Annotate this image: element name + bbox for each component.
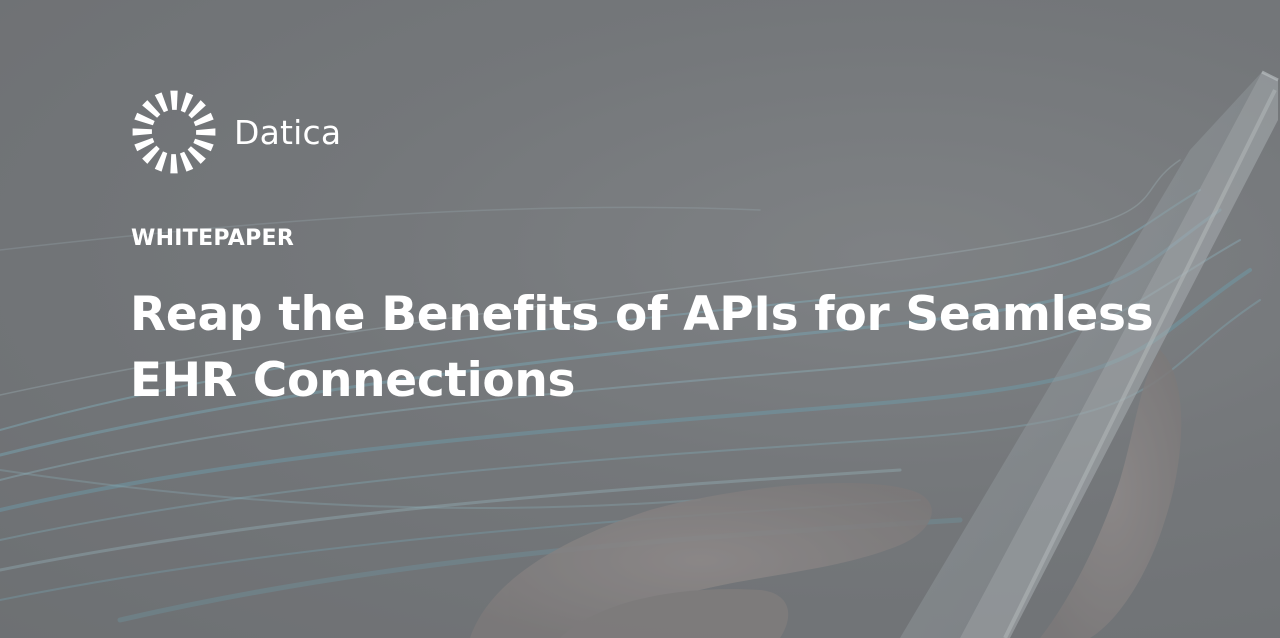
brand-name: Datica xyxy=(234,112,342,152)
datica-swirl-icon xyxy=(132,90,216,174)
page-title-line-1: Reap the Benefits of APIs for Seamless xyxy=(130,287,1154,342)
page-title: Reap the Benefits of APIs for Seamless E… xyxy=(130,282,1230,414)
hand xyxy=(470,350,1182,638)
brand-logo[interactable]: Datica xyxy=(128,86,341,178)
tablet xyxy=(900,70,1279,638)
eyebrow-label: WHITEPAPER xyxy=(131,226,295,251)
page-title-line-2: EHR Connections xyxy=(130,353,576,408)
